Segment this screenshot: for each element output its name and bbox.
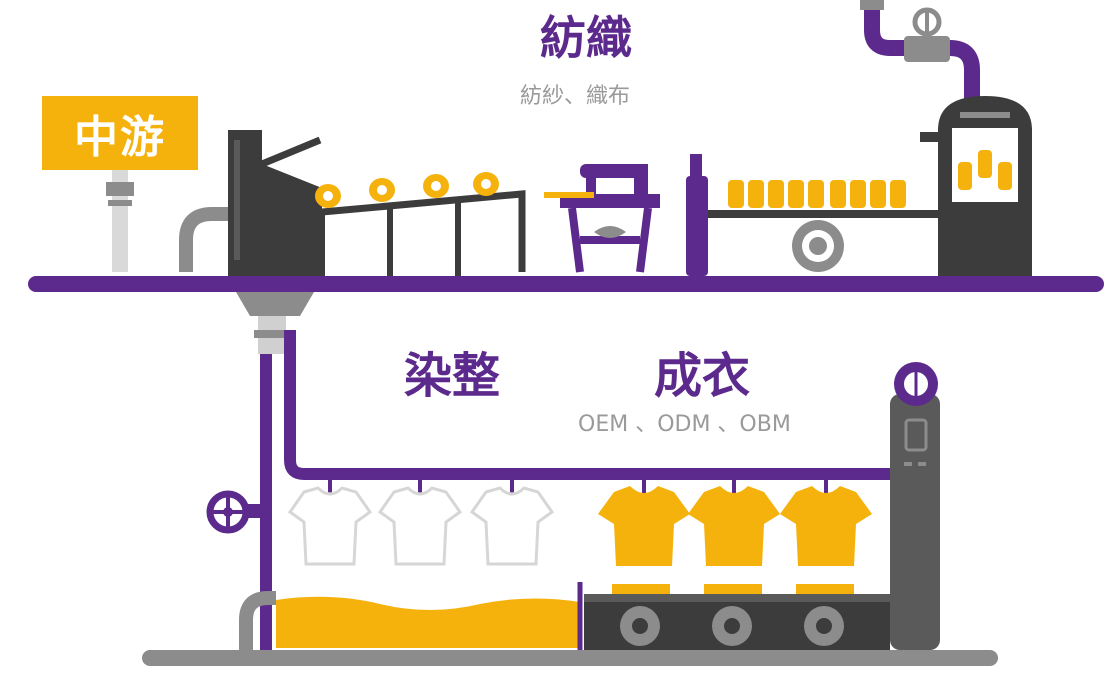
dyeing-title: 染整 bbox=[404, 348, 501, 404]
fabric-roll-icon bbox=[792, 220, 844, 272]
stage-badge: 中游 bbox=[42, 96, 198, 170]
left-elbow-pipe bbox=[179, 207, 234, 272]
control-tower-icon bbox=[890, 362, 940, 650]
dye-inlet-pipe bbox=[239, 591, 276, 652]
funnel bbox=[236, 292, 314, 354]
dye-vat bbox=[276, 582, 583, 650]
garment-title: 成衣 bbox=[654, 348, 751, 404]
t-shirt-icon bbox=[287, 486, 555, 566]
conveyor-roller-icon bbox=[584, 584, 890, 650]
lower-floor bbox=[142, 650, 998, 666]
textile-title: 紡織 bbox=[540, 11, 632, 65]
boiler-tank-icon bbox=[920, 96, 1032, 280]
spinning-machine-icon bbox=[228, 130, 526, 278]
yarn-row bbox=[728, 180, 906, 208]
hanger-hooks bbox=[328, 474, 828, 494]
yarn-spool-icon bbox=[315, 172, 499, 208]
sewing-machine-icon bbox=[544, 164, 660, 273]
textile-subtitle: 紡紗、織布 bbox=[520, 84, 631, 109]
sign-post bbox=[106, 168, 134, 272]
top-pipe bbox=[860, 0, 980, 100]
t-shirt-icon bbox=[598, 486, 872, 566]
loom-machine-icon bbox=[686, 154, 940, 276]
garment-subtitle: OEM 、ODM 、OBM bbox=[578, 412, 791, 437]
upper-floor bbox=[28, 276, 1104, 292]
valve-wheel-icon bbox=[206, 490, 264, 534]
